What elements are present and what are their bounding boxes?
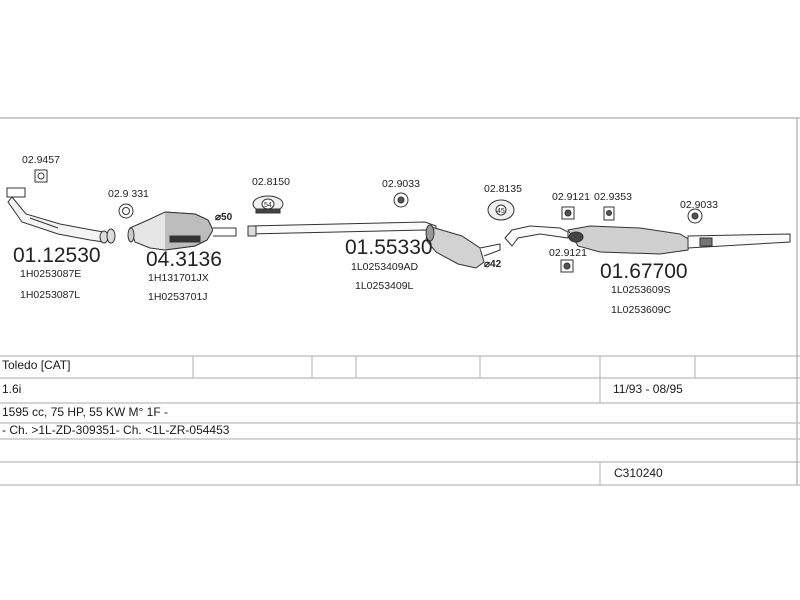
part-number-01-55330: 01.55330 bbox=[345, 236, 433, 259]
chassis-range: - Ch. >1L-ZD-309351- Ch. <1L-ZR-054453 bbox=[2, 423, 230, 437]
label-02-8135: 02.8135 bbox=[484, 183, 522, 195]
hanger-drawing bbox=[252, 195, 284, 214]
kit-code: C310240 bbox=[614, 466, 663, 480]
engine-type: 1.6i bbox=[2, 382, 22, 396]
part-ref-1h0253701j: 1H0253701J bbox=[148, 291, 208, 303]
part-number-01-12530: 01.12530 bbox=[13, 244, 101, 267]
hanger-2-drawing bbox=[487, 199, 515, 221]
clamp-drawing bbox=[393, 192, 409, 208]
part-ref-1h0253087l: 1H0253087L bbox=[20, 289, 80, 301]
front-pipe-drawing bbox=[6, 187, 109, 244]
pipe-diameter-42: ⌀42 bbox=[484, 259, 502, 270]
clamp-size-54: 54 bbox=[264, 202, 272, 209]
part-ref-1h0253087e: 1H0253087E bbox=[20, 268, 81, 280]
middle-silencer-drawing bbox=[247, 221, 501, 269]
table-grid bbox=[0, 355, 800, 486]
clamp-size-45: 45 bbox=[497, 208, 505, 215]
production-years: 11/93 - 08/95 bbox=[613, 382, 683, 396]
part-number-04-3136: 04.3136 bbox=[146, 248, 222, 271]
engine-spec: 1595 cc, 75 HP, 55 KW M° 1F - bbox=[2, 405, 168, 419]
clamp-2-drawing bbox=[561, 206, 575, 220]
part-ref-1l0253609s: 1L0253609S bbox=[611, 284, 671, 296]
label-02-9033-a: 02.9033 bbox=[382, 178, 420, 190]
label-02-9121-b: 02.9121 bbox=[549, 247, 587, 259]
part-ref-1l0253409ad: 1L0253409AD bbox=[351, 261, 419, 273]
label-02-9353: 02.9353 bbox=[594, 191, 632, 203]
ring-drawing bbox=[106, 203, 134, 244]
rear-silencer-drawing bbox=[504, 225, 791, 255]
label-02-8150: 02.8150 bbox=[252, 176, 290, 188]
label-02-9121-a: 02.9121 bbox=[552, 191, 590, 203]
label-02-9331: 02.9 331 bbox=[108, 188, 149, 200]
clamp-4-drawing bbox=[687, 208, 703, 224]
clamp-3-drawing bbox=[603, 206, 615, 221]
gasket-drawing bbox=[34, 169, 48, 183]
clamp-5-drawing bbox=[560, 259, 574, 273]
part-number-01-67700: 01.67700 bbox=[600, 260, 688, 283]
pipe-diameter-50: ⌀50 bbox=[215, 212, 233, 223]
vehicle-model: Toledo [CAT] bbox=[2, 358, 71, 372]
part-ref-1h131701jx: 1H131701JX bbox=[148, 272, 209, 284]
part-ref-1l0253409l: 1L0253409L bbox=[355, 280, 414, 292]
catalyst-drawing bbox=[127, 211, 237, 251]
label-02-9457: 02.9457 bbox=[22, 154, 60, 166]
part-ref-1l0253609c: 1L0253609C bbox=[611, 304, 672, 316]
label-02-9033-b: 02.9033 bbox=[680, 199, 718, 211]
